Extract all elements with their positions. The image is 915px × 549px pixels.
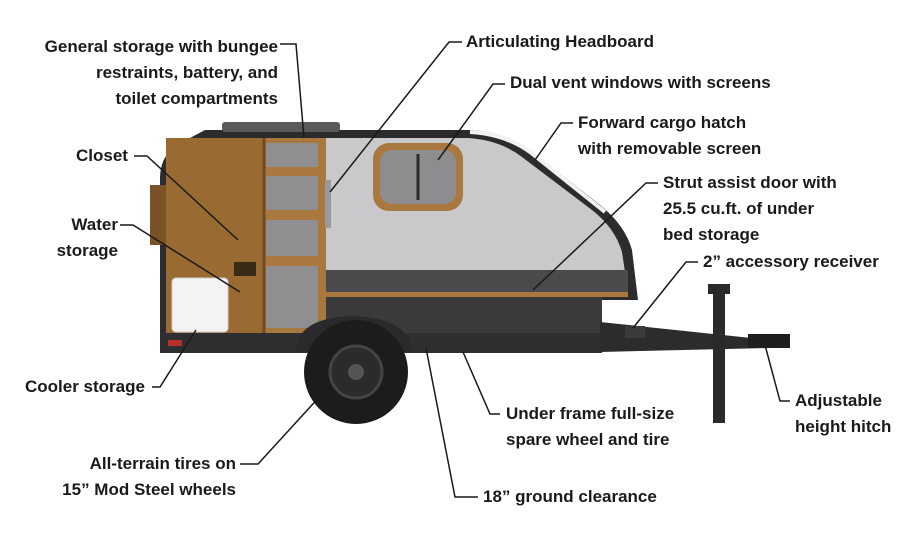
leader-water-storage bbox=[120, 224, 241, 293]
label-line: 18” ground clearance bbox=[483, 487, 657, 506]
cubby-2 bbox=[266, 176, 318, 210]
label-line: toilet compartments bbox=[115, 89, 278, 108]
water-tank bbox=[234, 262, 256, 276]
mattress bbox=[326, 270, 628, 292]
label-line: Strut assist door with bbox=[663, 173, 837, 192]
label-line: 25.5 cu.ft. of under bbox=[663, 199, 815, 218]
label-dual-vent-windows: Dual vent windows with screens bbox=[510, 70, 771, 96]
leader-all-terrain-tires bbox=[240, 393, 323, 465]
label-forward-cargo-hatch: Forward cargo hatch with removable scree… bbox=[578, 110, 761, 162]
leader-forward-cargo-hatch bbox=[534, 122, 573, 161]
label-cooler-storage: Cooler storage bbox=[25, 374, 145, 400]
leader-strut-assist-door bbox=[532, 182, 658, 291]
label-accessory-receiver: 2” accessory receiver bbox=[703, 249, 879, 275]
label-line: bed storage bbox=[663, 225, 760, 244]
wheel-hub bbox=[348, 364, 364, 380]
accessory-receiver-mount bbox=[625, 326, 645, 338]
leader-articulating-headboard bbox=[329, 41, 462, 193]
label-water-storage: Water storage bbox=[30, 212, 118, 264]
leader-lines bbox=[120, 41, 790, 498]
label-closet: Closet bbox=[76, 143, 128, 169]
side-cabinet bbox=[150, 185, 166, 245]
label-line: Water bbox=[71, 215, 118, 234]
leader-adjustable-hitch bbox=[764, 344, 790, 402]
label-strut-assist-door: Strut assist door with 25.5 cu.ft. of un… bbox=[663, 170, 837, 248]
cubby-1 bbox=[266, 143, 318, 167]
hitch-coupler bbox=[748, 334, 790, 348]
tail-light bbox=[168, 340, 182, 346]
label-line: General storage with bungee bbox=[44, 37, 278, 56]
cooler bbox=[171, 277, 229, 333]
label-line: Cooler storage bbox=[25, 377, 145, 396]
label-line: Adjustable bbox=[795, 391, 882, 410]
label-line: Articulating Headboard bbox=[466, 32, 654, 51]
cubby-4 bbox=[266, 266, 318, 328]
bed-platform bbox=[326, 292, 628, 297]
cubby-3 bbox=[266, 220, 318, 256]
leader-cooler-storage bbox=[152, 329, 197, 388]
headboard bbox=[325, 180, 331, 228]
label-spare-wheel: Under frame full-size spare wheel and ti… bbox=[506, 401, 674, 453]
label-line: spare wheel and tire bbox=[506, 430, 670, 449]
label-line: height hitch bbox=[795, 417, 892, 436]
roof-rack bbox=[222, 122, 340, 132]
label-all-terrain-tires: All-terrain tires on 15” Mod Steel wheel… bbox=[40, 451, 236, 503]
label-line: storage bbox=[56, 241, 118, 260]
hitch-jack bbox=[713, 288, 725, 423]
cargo-hatch-edge bbox=[469, 130, 607, 214]
label-line: Closet bbox=[76, 146, 128, 165]
label-line: 15” Mod Steel wheels bbox=[62, 480, 236, 499]
leader-general-storage bbox=[280, 43, 305, 139]
label-line: 2” accessory receiver bbox=[703, 252, 879, 271]
label-line: with removable screen bbox=[578, 139, 762, 158]
label-line: All-terrain tires on bbox=[89, 454, 236, 473]
leader-ground-clearance bbox=[425, 347, 478, 498]
label-line: Forward cargo hatch bbox=[578, 113, 747, 132]
label-articulating-headboard: Articulating Headboard bbox=[466, 29, 654, 55]
label-line: Dual vent windows with screens bbox=[510, 73, 771, 92]
hitch-jack-top bbox=[708, 284, 730, 294]
label-adjustable-hitch: Adjustable height hitch bbox=[795, 388, 891, 440]
leader-dual-vent-windows bbox=[437, 83, 505, 161]
label-line: restraints, battery, and bbox=[95, 63, 278, 82]
label-ground-clearance: 18” ground clearance bbox=[483, 484, 657, 510]
leader-spare-wheel bbox=[462, 351, 500, 415]
leader-closet bbox=[134, 155, 239, 241]
label-line: Under frame full-size bbox=[506, 404, 675, 423]
label-general-storage: General storage with bungee restraints, … bbox=[10, 34, 278, 112]
leader-accessory-receiver bbox=[632, 261, 698, 329]
